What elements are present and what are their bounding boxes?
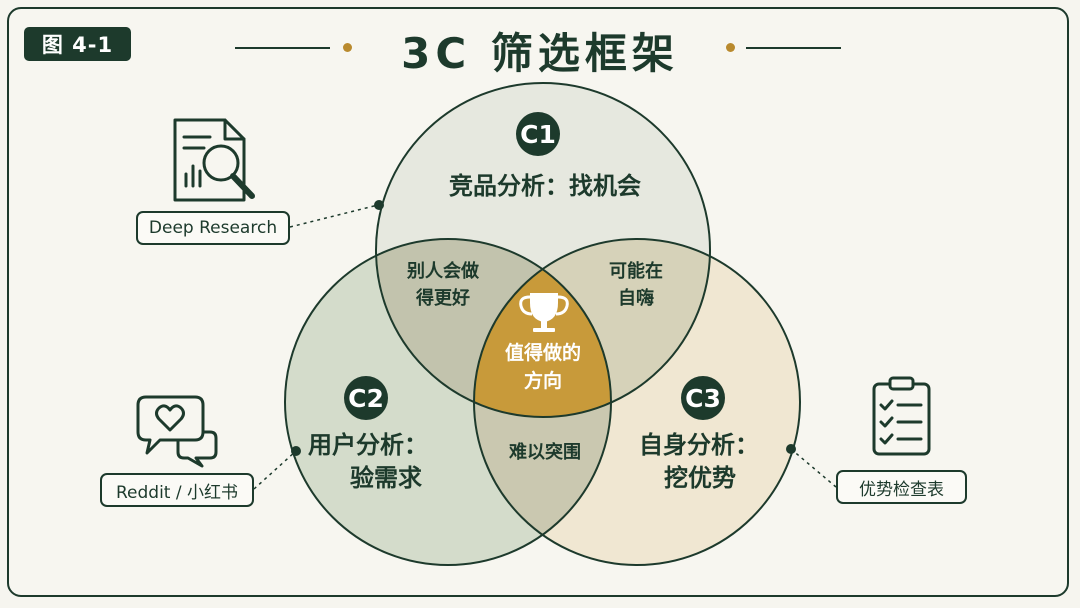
chat-heart-icon	[136, 395, 218, 468]
overlap-c1-c3-line1: 可能在	[609, 260, 663, 282]
connector-dot-c1	[374, 200, 384, 210]
c2-label-line2: 验需求	[350, 464, 422, 492]
c1-badge	[516, 112, 560, 156]
title-line-left	[235, 47, 330, 49]
deep-research-box: Deep Research	[136, 211, 290, 245]
center-label-line2: 方向	[524, 369, 562, 392]
c3-label-line2: 挖优势	[664, 464, 736, 492]
connector-reddit	[253, 450, 297, 490]
page-title: 3C 筛选框架	[401, 28, 679, 78]
c2-badge-text: C2	[348, 384, 384, 413]
title-dot-right	[726, 43, 735, 52]
connector-checklist	[790, 448, 837, 488]
circle-c3-outline	[473, 238, 801, 566]
trophy-icon	[519, 293, 569, 332]
connector-dot-c2	[291, 446, 301, 456]
center-label-line1: 值得做的	[505, 341, 581, 364]
c3-label-line1: 自身分析：	[639, 431, 759, 459]
document-search-icon	[173, 118, 255, 202]
c3-badge	[681, 376, 725, 420]
checklist-box: 优势检查表	[836, 470, 967, 504]
title-dot-left	[343, 43, 352, 52]
connector-deep-research	[289, 204, 379, 228]
overlap-center	[474, 239, 611, 417]
c3-badge-text: C3	[685, 384, 721, 413]
c1-label: 竞品分析：找机会	[449, 172, 641, 200]
reddit-box: Reddit / 小红书	[100, 473, 254, 507]
circle-c2-outline	[284, 238, 612, 566]
c1-badge-text: C1	[520, 120, 556, 149]
title-line-right	[746, 47, 841, 49]
overlap-c1-c2-line1: 别人会做	[406, 260, 480, 282]
figure-label: 图 4-1	[24, 27, 131, 61]
c2-badge	[344, 376, 388, 420]
connector-dot-c3	[786, 444, 796, 454]
overlap-c1-c2-line2: 得更好	[415, 287, 470, 309]
overlap-c2-c3-label: 难以突围	[508, 441, 581, 463]
overlap-c1-c3-line2: 自嗨	[618, 287, 654, 309]
clipboard-checklist-icon	[872, 376, 931, 456]
c2-label-line1: 用户分析：	[308, 431, 428, 459]
circle-c1-outline	[375, 82, 711, 418]
